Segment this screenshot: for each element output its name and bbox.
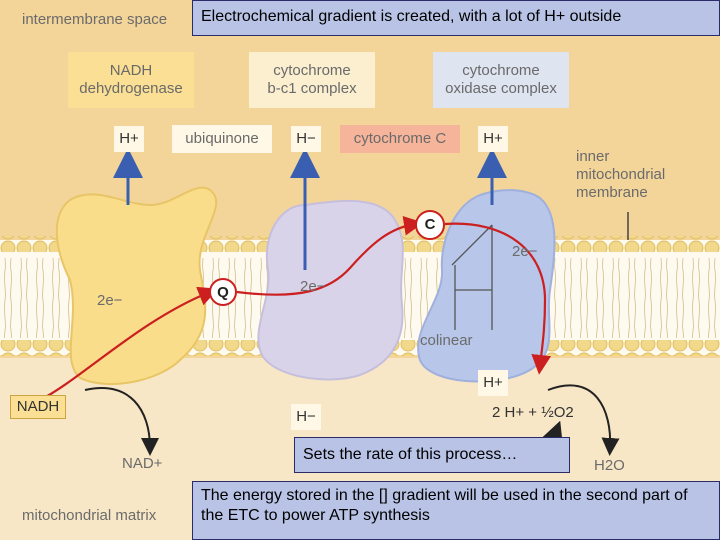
matrix-label: mitochondrial matrix	[22, 507, 157, 524]
intermembrane-region	[0, 0, 720, 235]
energy-callout: The energy stored in the [] gradient wil…	[192, 481, 720, 540]
nadh-oxidation-arrow	[84, 387, 159, 456]
proton-label-5: H+	[478, 370, 508, 396]
electron-path	[39, 286, 219, 401]
electron-path-3	[444, 222, 552, 375]
c-label: C	[424, 216, 436, 233]
electrons-label-2: 2e−	[300, 278, 326, 295]
complex-1-shape	[55, 186, 218, 386]
nadh-label: NADH	[10, 395, 66, 419]
nad-plus-label: NAD+	[122, 455, 163, 472]
proton-label-4: H−	[291, 404, 321, 430]
q-label: Q	[217, 284, 229, 301]
gradient-callout: Electrochemical gradient is created, wit…	[192, 0, 720, 36]
electron-path-2	[236, 215, 424, 296]
c-carrier-circle	[415, 210, 445, 240]
ubiquinone-label: ubiquinone	[172, 125, 272, 153]
cytochrome-oxidase-label: cytochrome oxidase complex	[433, 52, 569, 108]
proton-label-1: H+	[114, 126, 144, 152]
proton-pump-arrows	[113, 148, 507, 270]
complex-4-shape	[417, 189, 556, 383]
colinear-label: colinear	[420, 332, 473, 349]
nadh-dehydrogenase-label: NADH dehydrogenase	[68, 52, 194, 108]
rate-callout: Sets the rate of this process…	[294, 437, 570, 473]
electrons-label-1: 2e−	[97, 292, 123, 309]
proton-label-3: H+	[478, 126, 508, 152]
complex-3-shape	[257, 199, 404, 381]
water-label: H2O	[594, 457, 625, 474]
proton-label-2: H−	[291, 126, 321, 152]
colinear-guides	[451, 224, 493, 330]
oxygen-reaction-label: 2 H+ + ½O2	[492, 404, 574, 421]
cytochrome-bc1-label: cytochrome b-c1 complex	[249, 52, 375, 108]
q-carrier-circle	[209, 278, 237, 306]
water-formation-arrow	[547, 384, 620, 456]
cytochrome-c-label: cytochrome C	[340, 125, 460, 153]
inner-membrane-label: inner mitochondrial membrane	[576, 148, 666, 201]
electrons-label-3: 2e−	[512, 243, 538, 260]
intermembrane-label: intermembrane space	[22, 11, 168, 28]
